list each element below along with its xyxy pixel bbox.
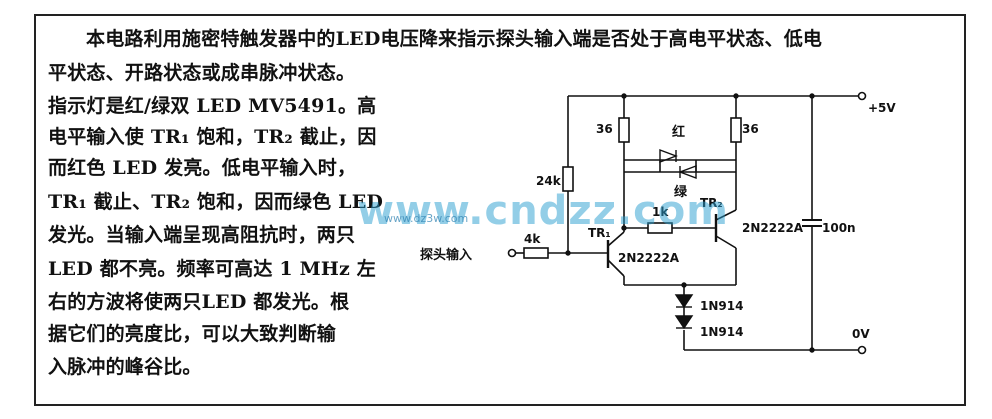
supply-label: +5V (868, 101, 896, 115)
tr1-label: TR₁ (588, 226, 611, 240)
input-terminal (507, 248, 517, 258)
red-led-label: 红 (672, 124, 685, 140)
ground-terminal (857, 345, 867, 355)
diode-1-symbol (674, 294, 694, 309)
text-line-7: 发光。当输入端呈现高阻抗时，两只 (48, 224, 356, 246)
text-line-2: 平状态、开路状态或成串脉冲状态。 (48, 62, 356, 84)
watermark-sub: www.dz3w.com (384, 212, 469, 225)
diode-2-label: 1N914 (700, 325, 743, 339)
green-led-symbol (678, 164, 697, 180)
text-line-8: LED 都不亮。频率可高达 1 MHz 左 (48, 258, 376, 280)
resistor-36-left (618, 117, 630, 143)
text-line-5: 而红色 LED 发亮。低电平输入时， (48, 157, 357, 179)
text-line-6: TR₁ 截止、TR₂ 饱和，因而绿色 LED (48, 191, 384, 213)
tr1-part: 2N2222A (618, 251, 680, 265)
resistor-4k (523, 247, 549, 259)
text-line-3: 指示灯是红/绿双 LED MV5491。高 (48, 95, 377, 117)
cap-label: 100n (822, 221, 856, 235)
r1-label: 36 (596, 122, 613, 136)
tr2-label: TR₂ (700, 196, 723, 210)
r2-label: 36 (742, 122, 759, 136)
diode-1-label: 1N914 (700, 299, 743, 313)
text-line-10: 据它们的亮度比，可以大致判断输 (48, 323, 337, 345)
supply-terminal (857, 91, 867, 101)
text-line-9: 右的方波将使两只LED 都发光。根 (48, 291, 350, 313)
green-led-label: 绿 (674, 184, 688, 200)
text-line-4: 电平输入使 TR₁ 饱和，TR₂ 截止，因 (48, 126, 377, 148)
r5-label: 4k (524, 232, 541, 246)
red-led-symbol (659, 148, 678, 164)
watermark-logo: www.cndzz.com (357, 188, 729, 234)
text-line-11: 入脉冲的峰谷比。 (48, 356, 202, 378)
ground-label: 0V (852, 327, 870, 341)
r4-label: 1k (652, 205, 669, 219)
figure-frame (34, 14, 966, 406)
r3-label: 24k (536, 174, 562, 188)
text-line-1: 本电路利用施密特触发器中的LED电压降来指示探头输入端是否处于高电平状态、低电 (86, 28, 823, 50)
diode-2-symbol (674, 315, 694, 330)
input-label: 探头输入 (420, 247, 472, 263)
resistor-36-right (730, 117, 742, 143)
tr2-part: 2N2222A (742, 221, 804, 235)
